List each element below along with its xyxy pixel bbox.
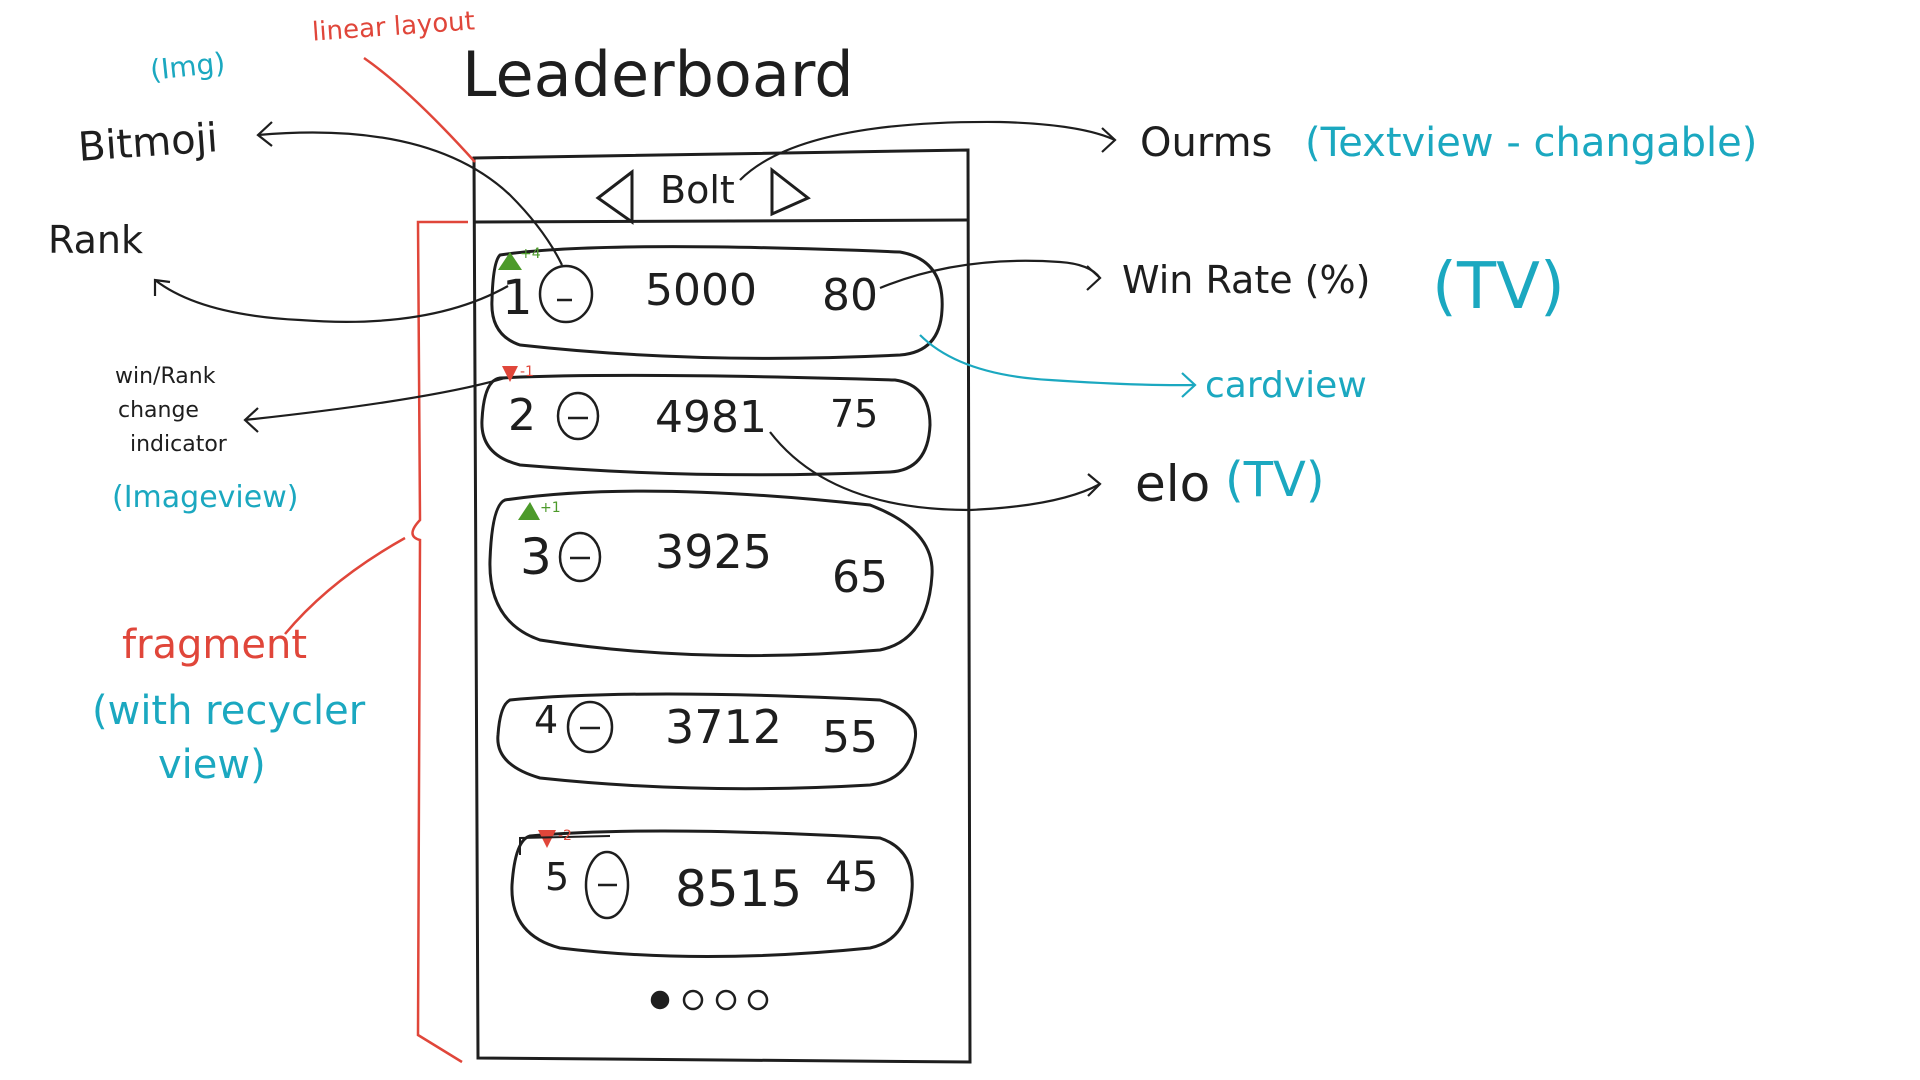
win-rate-type-label: (TV): [1432, 250, 1565, 324]
card-3: [488, 489, 934, 658]
elo-arrow: [769, 431, 1101, 512]
elo-text: 4981: [655, 392, 767, 443]
page-dot-active: [650, 990, 670, 1010]
fragment-bracket: [411, 220, 468, 1064]
cardview-arrowhead: [1181, 372, 1197, 398]
rank-arrow: [154, 279, 509, 323]
winrate-arrow: [879, 259, 1101, 290]
gamemode-arrow: [739, 120, 1116, 181]
indicator-arrow: [244, 376, 506, 422]
win-rate-text: 75: [830, 392, 879, 436]
gamemode-annotation-label: Ourms: [1140, 120, 1273, 166]
gamemode-arrowhead: [1101, 127, 1117, 153]
page-dot: [715, 989, 737, 1011]
bitmoji-label: Bitmoji: [76, 115, 220, 171]
elo-arrowhead: [1087, 473, 1102, 497]
elo-text: 3712: [665, 700, 783, 754]
page-dot: [747, 989, 769, 1011]
fragment-type-label: view): [158, 742, 266, 788]
win-rate-text: 55: [822, 712, 878, 763]
gamemode-type-label: (Textview - changable): [1305, 120, 1758, 166]
rank-text: 3: [520, 528, 552, 586]
prev-arrow-icon: [595, 168, 634, 225]
page-dot: [682, 989, 704, 1011]
header-divider: [473, 218, 969, 224]
fragment-type-label: (with recycler: [92, 688, 366, 734]
rank-text: 1: [502, 270, 533, 326]
indicator-type-label: (Imageview): [112, 480, 299, 515]
next-arrow-icon: [770, 166, 811, 217]
win-rate-text: 65: [832, 552, 888, 603]
card-4: [496, 692, 918, 791]
bitmoji-icon: [538, 264, 630, 920]
rank-text: 4: [534, 698, 559, 742]
fragment-label: fragment: [122, 622, 308, 668]
gamemode-label[interactable]: Bolt: [660, 168, 735, 212]
win-rate-text: 45: [825, 852, 879, 901]
rank-change-text: -2: [558, 828, 572, 844]
rank-change-text: -1: [520, 364, 534, 380]
page-indicator: [650, 989, 769, 1011]
win-rate-annotation-label: Win Rate (%): [1122, 258, 1371, 302]
win-rate-text: 80: [822, 270, 878, 321]
rank-up-icon: [498, 252, 522, 270]
rank-down-icon: [538, 830, 556, 848]
linear-layout-pointer: [363, 56, 476, 163]
elo-annotation-label: elo: [1135, 455, 1211, 513]
rank-down-icon: [502, 366, 518, 382]
elo-text: 3925: [655, 525, 773, 579]
page-title: Leaderboard: [462, 38, 854, 111]
indicator-label: indicator: [130, 432, 227, 457]
indicator-arrowhead: [243, 407, 259, 433]
elo-type-label: (TV): [1225, 452, 1325, 508]
rank-text: 5: [545, 855, 570, 899]
rank-label: Rank: [48, 218, 143, 262]
card-1: [490, 245, 944, 360]
rank-up-icon: [518, 502, 540, 520]
rank-change-text: +4: [520, 246, 541, 262]
phone-frame: [472, 148, 972, 1064]
bitmoji-arrowhead: [256, 121, 273, 147]
rank-text: 2: [508, 390, 536, 441]
card-5: [510, 829, 914, 958]
rank-change-text: +1: [540, 500, 561, 516]
rank-arrowhead: [153, 278, 171, 296]
elo-text: 5000: [645, 265, 757, 316]
card-2: [480, 373, 932, 477]
indicator-label: change: [118, 398, 199, 423]
fragment-pointer: [284, 536, 406, 635]
indicator-label: win/Rank: [115, 364, 216, 389]
cardview-label: cardview: [1205, 365, 1367, 406]
winrate-arrowhead: [1086, 265, 1102, 291]
bitmoji-arrow: [257, 131, 563, 266]
cardview-arrow: [919, 334, 1196, 387]
elo-text: 8515: [675, 860, 803, 918]
row5-bracket: [519, 835, 611, 855]
